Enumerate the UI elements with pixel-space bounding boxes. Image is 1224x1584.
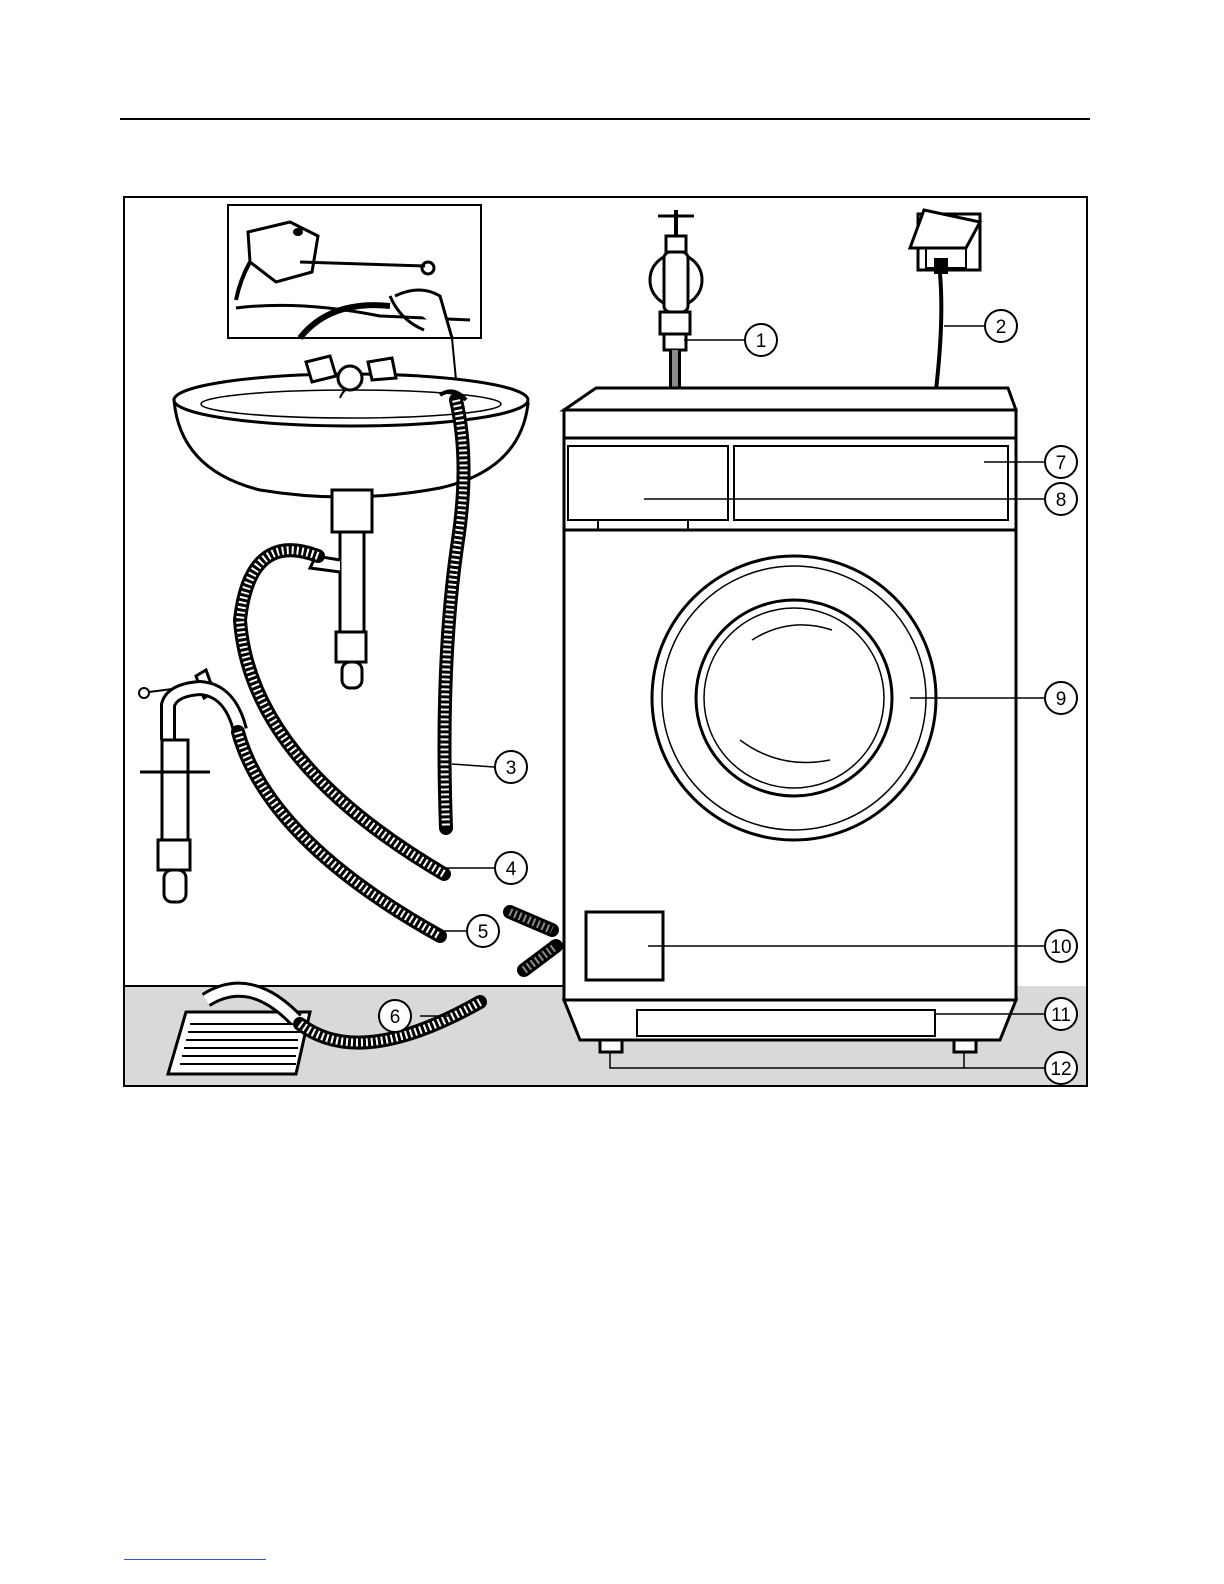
plinth [637, 1010, 935, 1036]
callout-4-label: 4 [506, 859, 517, 880]
callout-12: 12 [1045, 1052, 1077, 1084]
callout-5-label: 5 [478, 922, 489, 943]
callout-4: 4 [495, 852, 527, 884]
callout-2-label: 2 [996, 317, 1007, 338]
washing-machine [564, 388, 1016, 1052]
standpipe [139, 670, 240, 902]
callout-2: 2 [985, 310, 1017, 342]
callout-11-label: 11 [1051, 1005, 1071, 1026]
callout-3: 3 [495, 751, 527, 783]
door-glass [696, 600, 892, 796]
water-tap [650, 210, 702, 390]
callout-8-label: 8 [1056, 490, 1067, 511]
callout-6: 6 [379, 1000, 411, 1032]
callout-10: 10 [1045, 930, 1077, 962]
wash-basin [174, 356, 528, 688]
callout-1: 1 [745, 324, 777, 356]
footer-link-rule [124, 1559, 266, 1560]
power-socket [910, 210, 980, 390]
inset-detail [228, 205, 481, 338]
callout-8: 8 [1045, 483, 1077, 515]
foot-right [954, 1040, 976, 1052]
callout-10-label: 10 [1050, 937, 1071, 958]
callout-7-label: 7 [1056, 453, 1067, 474]
control-panel [734, 446, 1008, 520]
basin-tap-icon [338, 366, 362, 390]
callout-11: 11 [1045, 998, 1077, 1030]
callout-7: 7 [1045, 446, 1077, 478]
callout-1-label: 1 [756, 331, 767, 352]
callout-3-label: 3 [506, 758, 517, 779]
callout-9: 9 [1045, 682, 1077, 714]
foot-left [600, 1040, 622, 1052]
detergent-drawer [568, 446, 728, 520]
hose-outlet-pieces [510, 912, 556, 970]
callout-9-label: 9 [1056, 689, 1067, 710]
callout-5: 5 [467, 915, 499, 947]
callout-6-label: 6 [390, 1007, 401, 1028]
callout-12-label: 12 [1050, 1059, 1071, 1080]
drain-hose-to-standpipe [238, 732, 440, 936]
